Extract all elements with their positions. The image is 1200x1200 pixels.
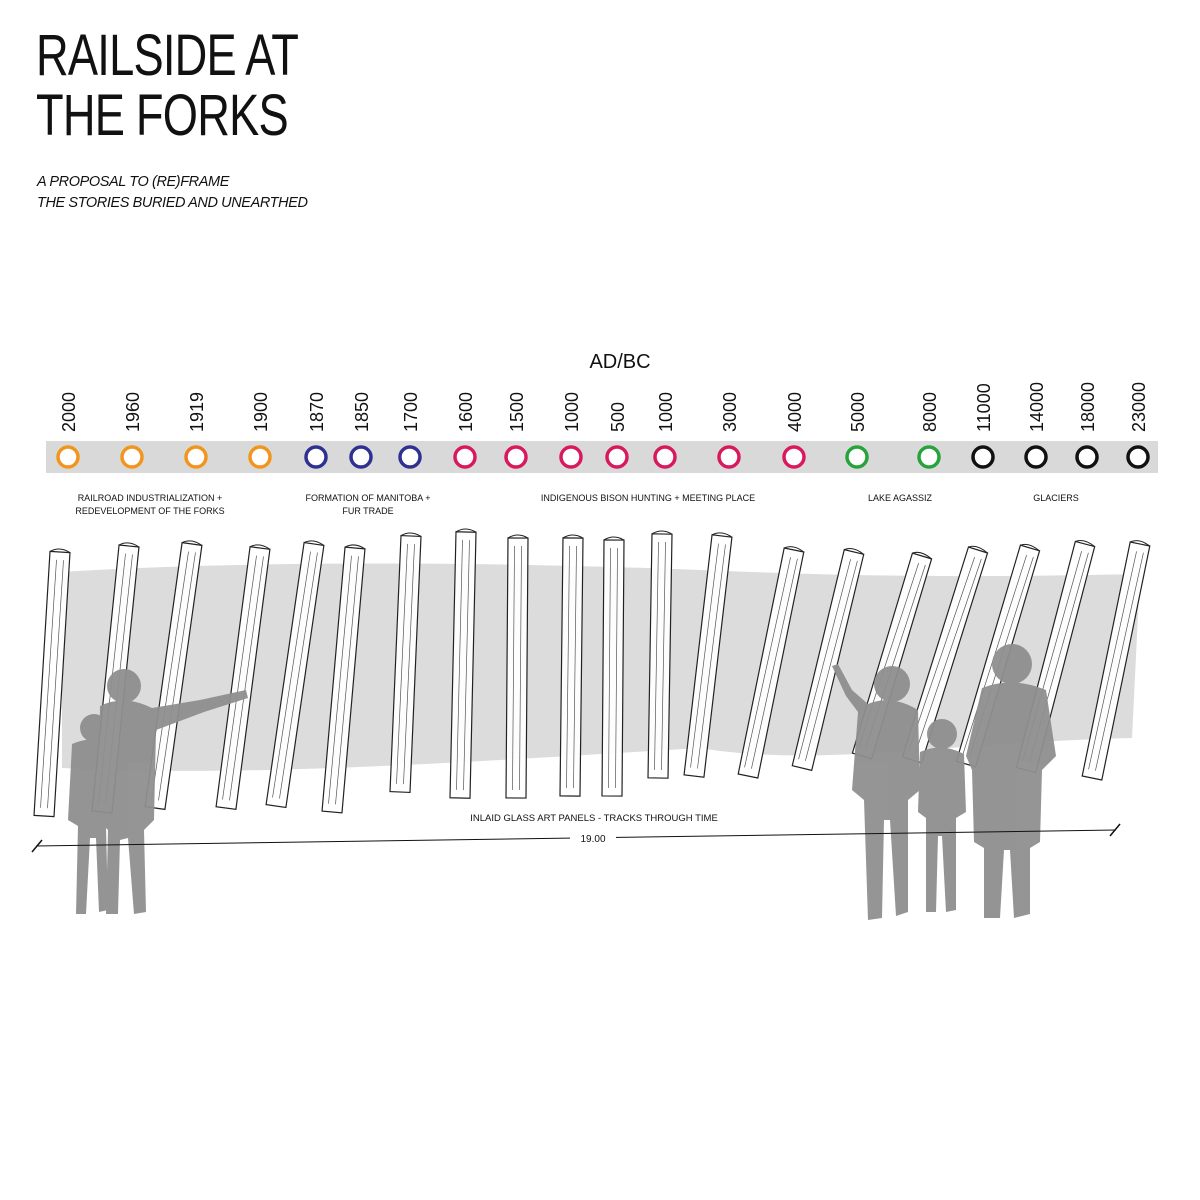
era-label-railroad-1: RAILROAD INDUSTRIALIZATION +	[78, 493, 223, 503]
timeline-year-11: 1000	[656, 392, 676, 432]
timeline-year-12: 3000	[720, 392, 740, 432]
person-silhouette-adult-pointing	[98, 669, 248, 914]
era-labels: RAILROAD INDUSTRIALIZATION + REDEVELOPME…	[75, 493, 1078, 516]
rail-panel-0	[33, 548, 71, 818]
person-silhouette-woman-pointing	[832, 664, 920, 920]
timeline-marker-13	[782, 445, 806, 469]
timeline-year-4: 1870	[307, 392, 327, 432]
timeline-year-13: 4000	[785, 392, 805, 432]
rail-panel-14	[791, 548, 865, 772]
timeline-year-0: 2000	[59, 392, 79, 432]
dimension-tick-left	[31, 839, 43, 853]
timeline-year-3: 1900	[251, 392, 271, 432]
timeline-year-2: 1919	[187, 392, 207, 432]
dimension-line: 19.00	[31, 823, 1121, 853]
era-label-manitoba-1: FORMATION OF MANITOBA +	[306, 493, 431, 503]
timeline-marker-5	[349, 445, 373, 469]
timeline-marker-2	[184, 445, 208, 469]
timeline-year-9: 1000	[562, 392, 582, 432]
timeline-year-6: 1700	[401, 392, 421, 432]
subtitle-line-1: A PROPOSAL TO (RE)FRAME	[37, 174, 229, 190]
timeline-marker-15	[917, 445, 941, 469]
timeline-marker-6	[398, 445, 422, 469]
timeline-year-5: 1850	[352, 392, 372, 432]
timeline-marker-10	[605, 445, 629, 469]
era-heading: AD/BC	[589, 351, 650, 373]
diagram-title: RAILSIDE AT THE FORKS	[36, 23, 299, 148]
rail-panel-11	[647, 530, 673, 779]
timeline-marker-9	[559, 445, 583, 469]
rail-panel-13	[737, 546, 805, 779]
rail-panel-8	[505, 534, 529, 799]
timeline-year-19: 23000	[1129, 382, 1149, 432]
person-silhouette-child-right	[918, 719, 966, 912]
timeline-year-17: 14000	[1027, 382, 1047, 432]
people-left	[68, 669, 248, 914]
timeline-year-1: 1960	[123, 392, 143, 432]
era-label-railroad-2: REDEVELOPMENT OF THE FORKS	[75, 506, 224, 516]
timeline-year-10: 500	[608, 402, 628, 432]
timeline-year-15: 8000	[920, 392, 940, 432]
rail-panel-5	[321, 544, 366, 814]
subtitle-line-2: THE STORIES BURIED AND UNEARTHED	[37, 195, 308, 211]
people-right	[832, 644, 1056, 920]
diagram-subtitle: A PROPOSAL TO (RE)FRAME THE STORIES BURI…	[37, 172, 308, 214]
era-label-glaciers: GLACIERS	[1033, 493, 1079, 503]
timeline-marker-0	[56, 445, 80, 469]
timeline-marker-3	[248, 445, 272, 469]
dimension-label: 19.00	[580, 834, 605, 845]
person-silhouette-adult-right	[966, 644, 1056, 918]
timeline-marker-16	[971, 445, 995, 469]
timeline-marker-19	[1126, 445, 1150, 469]
rail-panel-7	[449, 528, 477, 799]
timeline-year-18: 18000	[1078, 382, 1098, 432]
dimension-tick-right	[1109, 823, 1121, 837]
timeline-marker-7	[453, 445, 477, 469]
rail-panel-10	[601, 536, 625, 797]
timeline-marker-8	[504, 445, 528, 469]
era-label-manitoba-2: FUR TRADE	[342, 506, 393, 516]
era-label-bison: INDIGENOUS BISON HUNTING + MEETING PLACE	[541, 493, 755, 503]
rail-panel-19	[1081, 540, 1151, 781]
rail-panel-6	[389, 532, 422, 794]
timeline-marker-11	[653, 445, 677, 469]
timeline-year-7: 1600	[456, 392, 476, 432]
timeline-marker-18	[1075, 445, 1099, 469]
title-line-1: RAILSIDE AT	[36, 23, 299, 88]
timeline-year-14: 5000	[848, 392, 868, 432]
rail-panel-9	[559, 534, 584, 797]
timeline: 2000 1960 1919 1900 1870 1850 1700 1600 1500 1000…	[56, 382, 1150, 469]
rail-panel-12	[683, 532, 733, 778]
timeline-marker-12	[717, 445, 741, 469]
panels-caption: INLAID GLASS ART PANELS - TRACKS THROUGH…	[470, 813, 718, 824]
timeline-year-8: 1500	[507, 392, 527, 432]
timeline-marker-17	[1024, 445, 1048, 469]
timeline-marker-1	[120, 445, 144, 469]
dimension-label-backing	[570, 831, 616, 845]
timeline-marker-14	[845, 445, 869, 469]
era-label-agassiz: LAKE AGASSIZ	[868, 493, 933, 503]
timeline-marker-4	[304, 445, 328, 469]
timeline-year-16: 11000	[974, 383, 994, 432]
title-line-2: THE FORKS	[36, 83, 289, 148]
rail-panel-3	[215, 544, 271, 810]
rail-panel-4	[265, 540, 325, 809]
